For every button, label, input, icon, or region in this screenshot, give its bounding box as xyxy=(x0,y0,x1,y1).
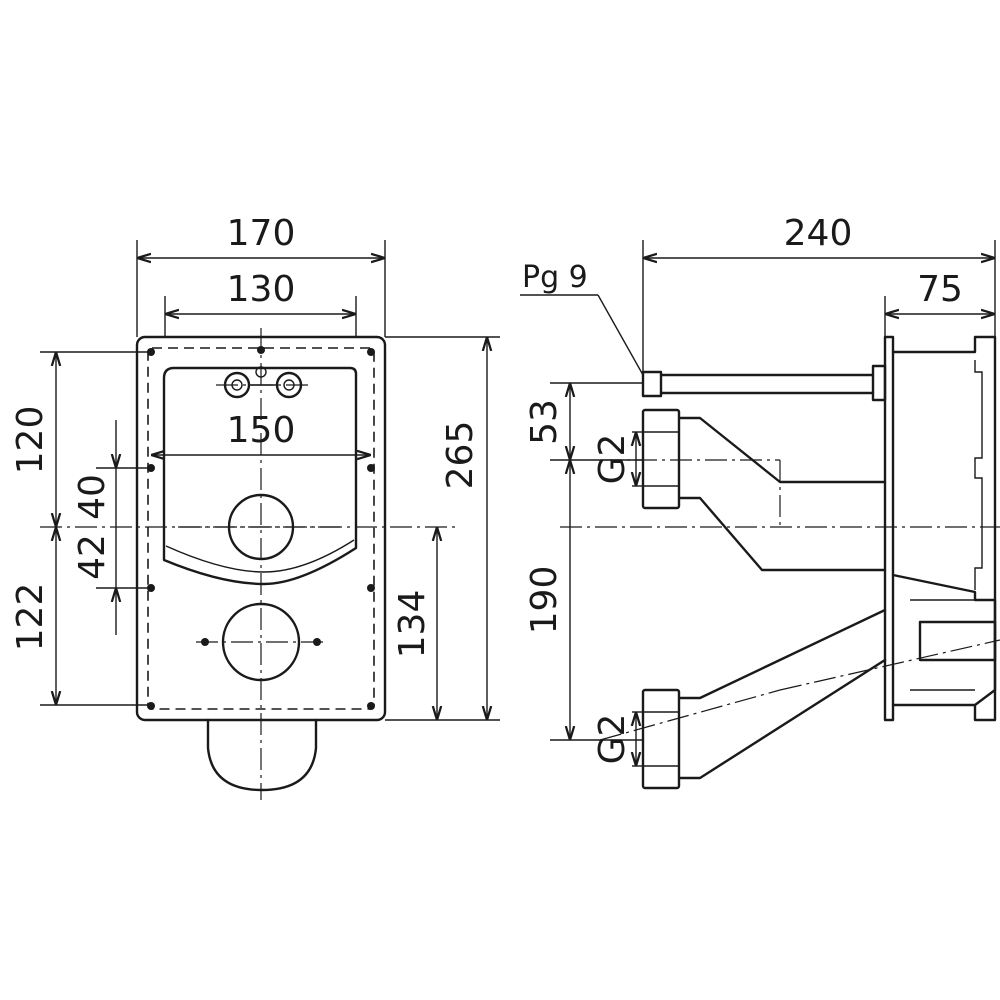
upper-pipe-fitting xyxy=(641,408,887,572)
thread-g2-lower: G2 xyxy=(592,714,633,765)
dim-150: 150 xyxy=(227,410,296,451)
dim-40: 40 xyxy=(72,474,113,520)
pg9-label: Pg 9 xyxy=(522,260,588,295)
dim-265: 265 xyxy=(440,421,481,490)
rear-housing-outline xyxy=(891,335,997,722)
dim-75: 75 xyxy=(917,269,963,310)
rear-housing-steps xyxy=(974,360,983,590)
wall-flange xyxy=(883,335,895,722)
inner-frame-hidden-line xyxy=(147,347,375,710)
inner-cover-lip xyxy=(165,539,355,573)
dim-130: 130 xyxy=(227,269,296,310)
bottom-bowl-outline xyxy=(206,718,318,792)
front-dimensions xyxy=(40,240,500,721)
side-dimensions xyxy=(520,240,996,767)
front-center-lines xyxy=(40,328,460,800)
dim-190: 190 xyxy=(524,566,565,635)
lower-connector-block xyxy=(891,573,997,707)
dim-53: 53 xyxy=(524,399,565,445)
cable-glands xyxy=(223,366,303,399)
cable-gland-rod xyxy=(641,364,887,402)
lower-pipe-fitting xyxy=(641,608,887,790)
dim-122: 122 xyxy=(10,583,51,652)
dim-240: 240 xyxy=(784,213,853,254)
inner-cover-outline xyxy=(162,366,358,586)
dim-120: 120 xyxy=(10,406,51,475)
dim-170: 170 xyxy=(227,213,296,254)
dim-134: 134 xyxy=(392,590,433,659)
front-view: 170 130 150 120 122 40 42 265 134 xyxy=(10,213,500,800)
dim-42: 42 xyxy=(72,534,113,580)
side-view: 240 75 Pg 9 53 190 G2 G2 xyxy=(520,213,1000,790)
thread-g2-upper: G2 xyxy=(592,434,633,485)
